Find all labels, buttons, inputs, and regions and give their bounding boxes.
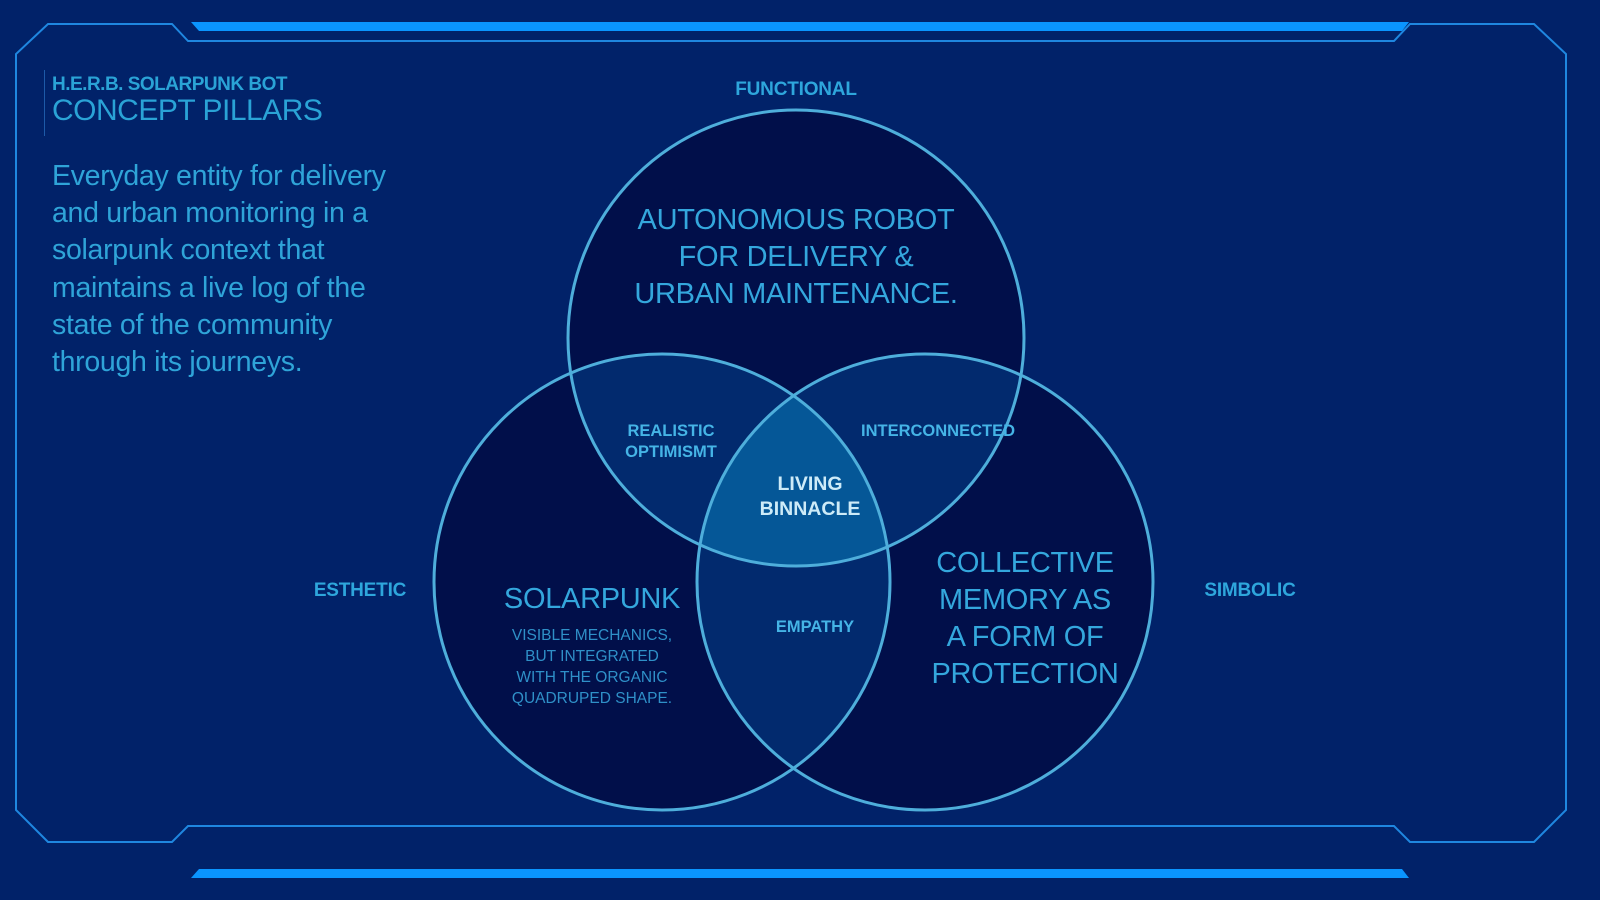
accent-bar-bottom bbox=[191, 869, 1409, 878]
header: H.E.R.B. SOLARPUNK BOT CONCEPT PILLARS bbox=[44, 70, 323, 136]
intersection-realistic-optimism: REALISTIC OPTIMISMT bbox=[596, 421, 746, 463]
simbolic-line-4: PROTECTION bbox=[931, 658, 1119, 690]
simbolic-line-3: A FORM OF bbox=[946, 621, 1104, 653]
kicker: H.E.R.B. SOLARPUNK BOT bbox=[52, 74, 322, 96]
esthetic-sub-line-4: QUADRUPED SHAPE. bbox=[511, 690, 673, 707]
center-line-2: BINNACLE bbox=[759, 498, 861, 520]
page-title: CONCEPT PILLARS bbox=[52, 94, 323, 127]
simbolic-line-1: COLLECTIVE bbox=[936, 547, 1114, 579]
frame-top-left bbox=[15, 23, 1567, 843]
axis-label-functional: FUNCTIONAL bbox=[735, 79, 857, 100]
esthetic-sub-line-1: VISIBLE MECHANICS, bbox=[511, 627, 673, 644]
esthetic-sub-line-3: WITH THE ORGANIC bbox=[516, 669, 668, 686]
axis-label-simbolic: SIMBOLIC bbox=[1204, 580, 1296, 601]
realistic-line-2: OPTIMISMT bbox=[625, 443, 717, 461]
intersection-living-binnacle: LIVING BINNACLE bbox=[735, 472, 885, 522]
brand-name: H.E.R.B. bbox=[52, 74, 123, 95]
description: Everyday entity for delivery and urban m… bbox=[52, 160, 386, 379]
intersection-empathy: EMPATHY bbox=[775, 618, 855, 636]
kicker-text: SOLARPUNK BOT bbox=[122, 74, 288, 95]
center-line-1: LIVING bbox=[777, 473, 843, 495]
simbolic-line-2: MEMORY AS bbox=[939, 584, 1111, 616]
axis-label-esthetic: ESTHETIC bbox=[313, 580, 407, 601]
functional-line-2: FOR DELIVERY & bbox=[678, 241, 914, 273]
functional-line-1: AUTONOMOUS ROBOT bbox=[637, 204, 955, 236]
functional-line-3: URBAN MAINTENANCE. bbox=[634, 278, 958, 310]
intersection-interconnected: INTERCONNECTED bbox=[860, 422, 1015, 440]
accent-bar-top bbox=[191, 22, 1409, 31]
esthetic-title: SOLARPUNK bbox=[503, 583, 681, 615]
functional-text: AUTONOMOUS ROBOT FOR DELIVERY & URBAN MA… bbox=[596, 202, 996, 313]
esthetic-sub-line-2: BUT INTEGRATED bbox=[525, 648, 659, 665]
simbolic-text: COLLECTIVE MEMORY AS A FORM OF PROTECTIO… bbox=[905, 545, 1145, 693]
esthetic-subtext: VISIBLE MECHANICS, BUT INTEGRATED WITH T… bbox=[472, 625, 712, 709]
realistic-line-1: REALISTIC bbox=[627, 422, 715, 440]
